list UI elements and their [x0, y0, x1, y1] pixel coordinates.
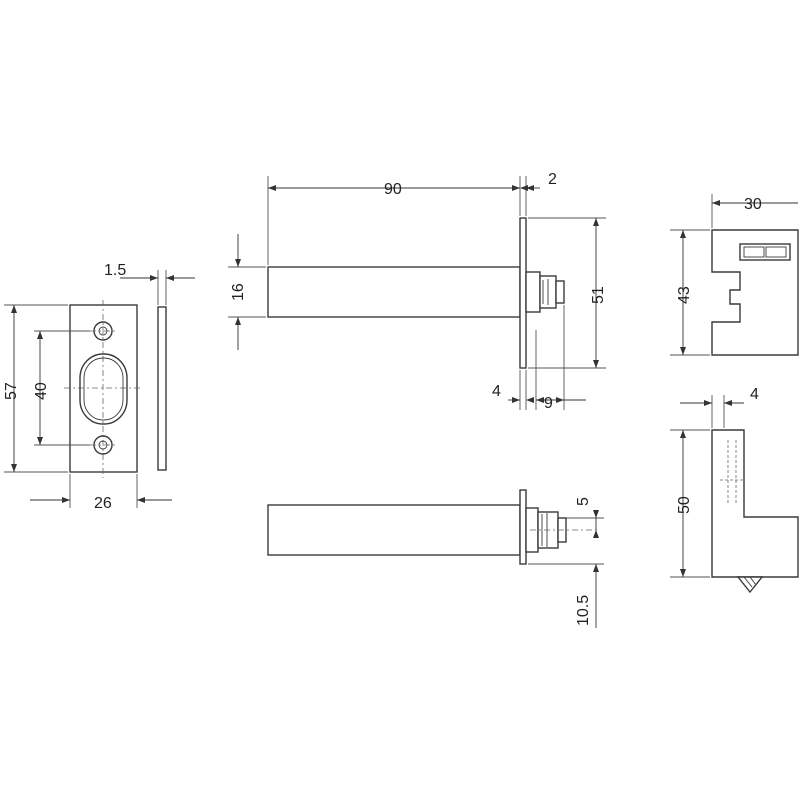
dim-label-strike-height: 57 — [3, 382, 20, 400]
dim-flange-thickness: 2 — [520, 171, 557, 216]
strike-plate-side-view — [157, 306, 167, 471]
dim-label-plunger-offset: 5 — [575, 497, 592, 506]
dim-label-hole-spacing: 40 — [33, 382, 50, 400]
dim-label-body-length: 90 — [384, 181, 402, 198]
dim-label-body-diameter: 16 — [230, 283, 247, 301]
dim-strike-thickness: 1.5 — [104, 262, 195, 305]
dim-label-bracket-height: 43 — [676, 286, 693, 304]
dim-body-length: 90 — [267, 176, 521, 265]
dim-label-bracket-side-height: 50 — [676, 496, 693, 514]
bracket-slot — [739, 243, 791, 261]
dim-body-diameter: 16 — [228, 234, 266, 350]
dim-label-flange-thickness: 2 — [548, 171, 557, 188]
dim-label-flange-height: 51 — [590, 286, 607, 304]
dim-bracket-width: 30 — [711, 194, 798, 228]
dim-flange-offset: 4 — [492, 370, 534, 410]
dim-label-plunger-center: 10.5 — [575, 595, 592, 626]
dim-plunger-offset: 5 — [566, 497, 604, 538]
dim-label-flange-offset: 4 — [492, 383, 501, 400]
dim-plunger-center: 10.5 — [528, 563, 604, 628]
dim-label-strike-width: 26 — [94, 495, 112, 512]
dim-hole-spacing: 40 — [33, 330, 90, 446]
latch-opening — [79, 353, 128, 425]
dim-strike-height: 57 — [3, 304, 68, 473]
strike-plate-front-view — [64, 300, 143, 478]
plunger-top — [525, 271, 565, 313]
screw-hole-top — [90, 321, 116, 341]
dim-bracket-side-height: 50 — [670, 429, 710, 578]
dim-bracket-height: 43 — [670, 229, 710, 356]
dim-label-bracket-depth: 4 — [750, 386, 759, 403]
dim-flange-height: 51 — [528, 217, 607, 369]
dim-label-plunger-length: 9 — [544, 395, 553, 412]
bracket-side-view — [711, 429, 799, 594]
dim-strike-width: 26 — [30, 474, 172, 512]
bracket-front-view — [711, 229, 799, 356]
dim-label-strike-thickness: 1.5 — [104, 262, 126, 279]
dim-plunger-length: 9 — [535, 305, 586, 412]
screw-hole-bottom — [90, 435, 116, 455]
latch-body-top-view — [267, 217, 565, 369]
latch-body-side-view — [267, 489, 600, 565]
dim-bracket-depth: 4 — [680, 386, 759, 428]
dim-label-bracket-width: 30 — [744, 196, 762, 213]
